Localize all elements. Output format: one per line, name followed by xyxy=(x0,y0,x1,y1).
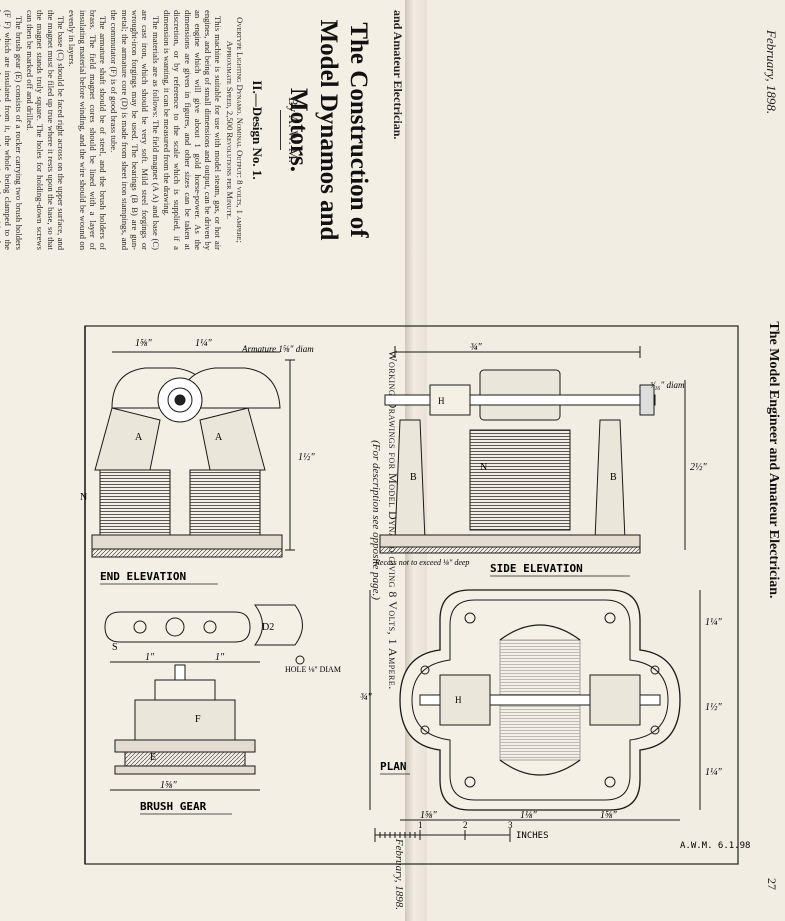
part-n-label: N xyxy=(80,492,87,503)
armature-note: Armature 1⅝" diam xyxy=(241,344,314,354)
dim-label: 1⅝" xyxy=(135,338,153,349)
part-a-label: A xyxy=(135,432,143,443)
side-elevation xyxy=(379,346,686,554)
part-f-label: F xyxy=(195,714,201,725)
brush-gear-label: BRUSH GEAR xyxy=(140,800,207,813)
scale-tick: 1 xyxy=(418,820,423,830)
draughtsman-signature: A.W.M. 6.1.98 xyxy=(680,841,750,851)
dim-label: ¾" xyxy=(470,342,483,353)
dim-label: 1" xyxy=(145,652,155,663)
end-elevation xyxy=(91,351,295,558)
side-elevation-label: SIDE ELEVATION xyxy=(490,562,583,575)
dim-label: 1½" xyxy=(705,702,723,713)
part-h-label: H xyxy=(438,396,445,406)
scale-bar xyxy=(374,828,511,842)
dim-label: 1¼" xyxy=(705,767,723,778)
dim-label: 1⅝" xyxy=(420,810,438,821)
recess-note: Recess not to exceed ⅛" deep xyxy=(374,558,469,567)
part-n-label: N xyxy=(480,462,487,473)
plan-view xyxy=(369,589,701,821)
part-d2-label: D2 xyxy=(262,622,274,633)
part-a-label: A xyxy=(215,432,223,443)
dim-label: 1¼" xyxy=(705,617,723,628)
dim-label: 1⅝" xyxy=(600,810,618,821)
dim-label: 1" xyxy=(215,652,225,663)
scale-tick: 2 xyxy=(463,820,468,830)
part-s-label: S xyxy=(112,642,118,653)
dim-label: 1½" xyxy=(298,452,316,463)
hole-note: HOLE ⅛" DIAM xyxy=(285,665,341,674)
part-h-label: H xyxy=(455,695,462,705)
dim-label: 1⅝" xyxy=(160,780,178,791)
dim-label: ¾" xyxy=(360,692,373,703)
dim-label: 2½" xyxy=(690,462,708,473)
part-b-label: B xyxy=(610,472,617,483)
part-e-label: E xyxy=(150,752,156,763)
dim-label: 1⅛" xyxy=(520,810,538,821)
scale-tick: 3 xyxy=(508,820,513,830)
plan-label: PLAN xyxy=(380,760,407,773)
dim-label: ³⁄₁₆" diam xyxy=(650,380,685,390)
scale-unit: INCHES xyxy=(516,831,549,841)
dim-label: 1¼" xyxy=(195,338,213,349)
end-elevation-label: END ELEVATION xyxy=(100,570,186,583)
brush-gear xyxy=(104,604,305,791)
part-b-label: B xyxy=(410,472,417,483)
